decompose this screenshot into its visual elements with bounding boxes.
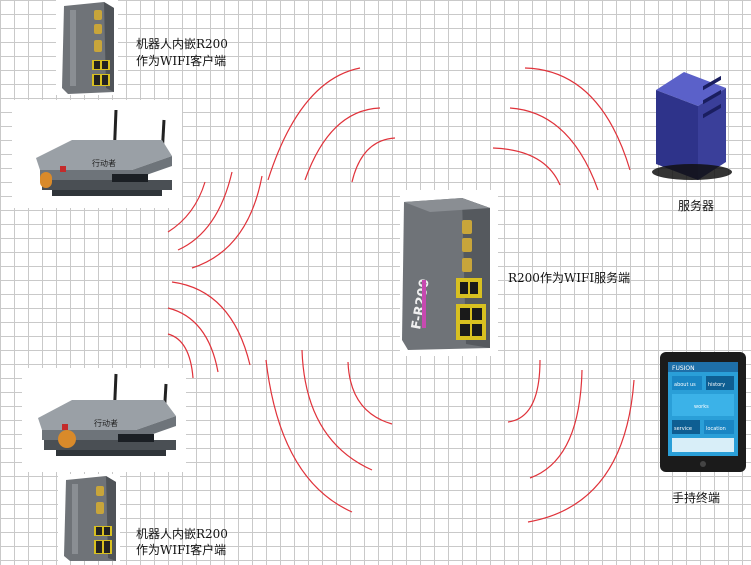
wave-arc-6 xyxy=(492,147,561,186)
tablet-tile-1: history xyxy=(708,382,725,388)
robot-client-top-label-1: 机器人内嵌R200 xyxy=(136,37,228,51)
router-device-icon-bottom xyxy=(58,474,120,561)
tablet-tile-2: works xyxy=(694,404,709,410)
wave-arc-13 xyxy=(265,359,353,513)
robot-nameplate-bottom: 行动者 xyxy=(94,418,118,428)
wave-arc-1 xyxy=(267,67,361,181)
wave-arc-17 xyxy=(529,369,583,479)
wave-arc-8 xyxy=(177,171,233,251)
wave-arc-11 xyxy=(167,307,219,373)
server-label: 服务器 xyxy=(678,199,715,213)
wave-arc-7 xyxy=(167,181,206,233)
server-tower-icon xyxy=(648,68,732,182)
wave-arc-18 xyxy=(527,379,635,523)
tablet-tile-0: about us xyxy=(674,382,696,388)
wave-arc-15 xyxy=(347,361,393,425)
tablet-nav-label: FUSION xyxy=(672,365,695,372)
robot-client-bottom-label-1: 机器人内嵌R200 xyxy=(136,527,228,541)
wave-arc-16 xyxy=(507,359,541,423)
router-device-icon-top xyxy=(56,0,118,95)
robot-client-bottom-label-2: 作为WIFI客户端 xyxy=(136,543,227,557)
robot-chassis-icon-top: 行动者 xyxy=(12,100,182,208)
tablet-tile-3: service xyxy=(674,426,692,432)
wave-arc-12 xyxy=(167,333,194,379)
tablet-tile-4: location xyxy=(706,426,726,432)
handheld-label: 手持终端 xyxy=(672,491,721,505)
router-device-icon-center: F-R200 xyxy=(400,190,498,356)
wave-arc-3 xyxy=(351,137,396,183)
wave-arc-9 xyxy=(191,175,263,269)
tablet-device-icon: FUSION about us history works service lo… xyxy=(658,350,748,474)
wave-arc-4 xyxy=(524,67,631,171)
robot-chassis-icon-bottom: 行动者 xyxy=(22,368,186,472)
server-ap-label: R200作为WIFI服务端 xyxy=(508,271,631,285)
robot-nameplate-top: 行动者 xyxy=(92,158,116,168)
robot-client-top-label-2: 作为WIFI客户端 xyxy=(136,54,227,68)
wave-arc-10 xyxy=(171,281,251,366)
wave-arc-2 xyxy=(304,107,381,181)
wave-arc-14 xyxy=(301,349,373,471)
wave-arc-5 xyxy=(509,107,599,191)
